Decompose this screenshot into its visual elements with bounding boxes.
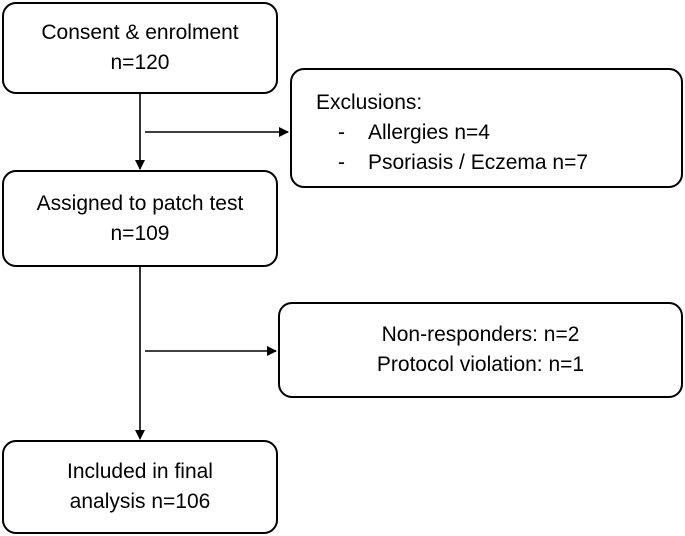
assigned-patch-test-box: Assigned to patch test n=109 <box>2 170 278 267</box>
exclusions-title: Exclusions: <box>316 91 423 114</box>
exclusion-label: Allergies n=4 <box>368 121 490 144</box>
consent-count: n=120 <box>110 51 170 74</box>
list-dash: - <box>338 151 345 174</box>
consent-title: Consent & enrolment <box>41 21 239 44</box>
exclusion-item-psoriasis-eczema: - Psoriasis / Eczema n=7 <box>316 148 588 178</box>
nonresponders-box: Non-responders: n=2 Protocol violation: … <box>278 302 683 398</box>
exclusions-box: Exclusions: - Allergies n=4 - Psoriasis … <box>290 68 683 188</box>
final-title: Included in final <box>67 460 213 483</box>
nonresponders-count: Non-responders: n=2 <box>381 323 580 346</box>
list-dash: - <box>338 121 345 144</box>
protocol-violation-count: Protocol violation: n=1 <box>376 353 585 376</box>
exclusion-label: Psoriasis / Eczema n=7 <box>368 151 589 174</box>
assigned-title: Assigned to patch test <box>36 191 244 215</box>
exclusion-item-allergies: - Allergies n=4 <box>316 118 490 148</box>
final-count: analysis n=106 <box>69 490 211 513</box>
consent-enrolment-box: Consent & enrolment n=120 <box>2 2 278 94</box>
final-analysis-box: Included in final analysis n=106 <box>2 440 278 534</box>
assigned-count: n=109 <box>110 221 170 245</box>
